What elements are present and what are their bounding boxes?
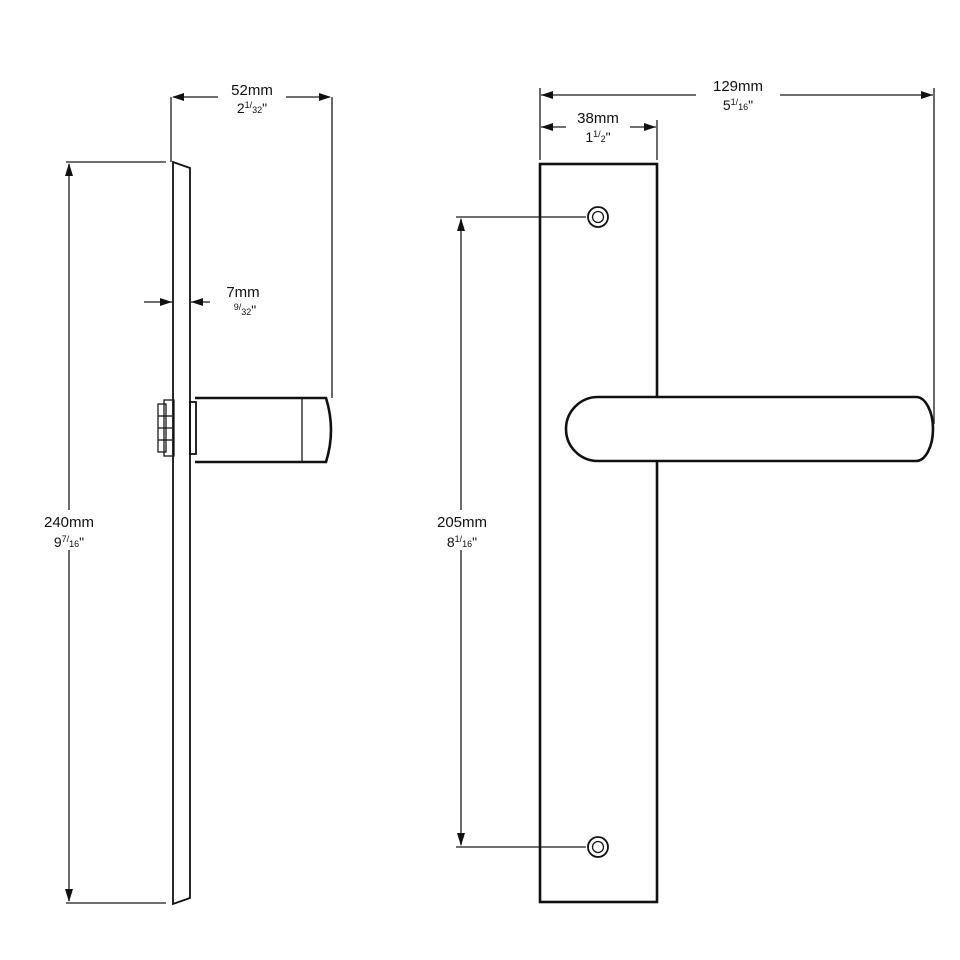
dim-front-width-mm: 129mm [713, 78, 763, 95]
dim-side-height-inch: 97/16" [54, 534, 84, 550]
dim-side-width-mm: 52mm [231, 82, 273, 99]
dim-side-width-inch: 21/32" [237, 100, 267, 116]
side-view: 52mm 21/32" 7mm 9/32" 240mm 97/16" [34, 82, 333, 906]
side-lever [195, 396, 333, 464]
dim-plate-thickness-mm: 7mm [226, 284, 259, 301]
front-lever [564, 395, 935, 463]
dim-plate-width: 38mm 11/2" [541, 110, 658, 160]
dim-screw-centres-mm: 205mm [437, 514, 487, 531]
bottom-screw-hole [587, 836, 609, 858]
dim-front-width-inch: 51/16" [723, 97, 753, 113]
side-rose [189, 401, 197, 455]
top-screw-hole [587, 206, 609, 228]
dim-plate-width-inch: 11/2" [585, 129, 610, 145]
front-view: 129mm 51/16" 38mm 11/2" 205mm 81/16" [426, 78, 935, 904]
side-spindle-collar [157, 399, 175, 457]
dim-plate-thickness: 7mm 9/32" [144, 284, 260, 318]
dim-side-height-mm: 240mm [44, 514, 94, 531]
dim-screw-centres-inch: 81/16" [447, 534, 477, 550]
dim-plate-width-mm: 38mm [577, 110, 619, 127]
side-backplate [172, 160, 191, 906]
front-backplate [538, 162, 659, 904]
dim-screw-centres: 205mm 81/16" [426, 216, 586, 848]
dim-side-width: 52mm 21/32" [170, 82, 333, 398]
dim-plate-thickness-inch: 9/32" [234, 302, 257, 318]
dim-side-height: 240mm 97/16" [34, 161, 166, 904]
dim-front-width: 129mm 51/16" [539, 78, 935, 424]
